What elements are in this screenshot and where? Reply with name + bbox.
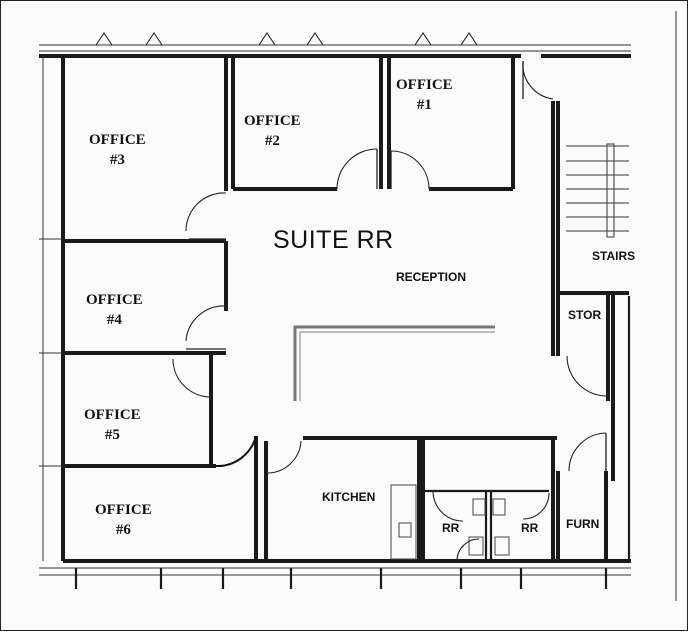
- reception-counter: [293, 325, 495, 401]
- bottom-exterior-wall: [39, 559, 631, 589]
- door-swings: [172, 60, 609, 562]
- office-3-name: OFFICE: [89, 132, 146, 148]
- room-label-office-6: OFFICE #6: [95, 503, 152, 538]
- office-6-name: OFFICE: [95, 502, 152, 518]
- left-exterior-wall: [39, 56, 65, 561]
- suite-title: SUITE RR: [273, 226, 394, 254]
- office-1-name: OFFICE: [396, 77, 453, 93]
- office-2-name: OFFICE: [244, 113, 301, 129]
- restroom-fixtures: [468, 498, 510, 556]
- room-label-kitchen: KITCHEN: [322, 490, 376, 504]
- room-label-stor: STOR: [568, 308, 602, 322]
- office-4-number: #4: [106, 312, 122, 328]
- room-label-stairs: STAIRS: [592, 249, 636, 263]
- room-label-office-2: OFFICE #2: [244, 114, 301, 149]
- room-label-rr-right: RR: [521, 521, 539, 535]
- west-offices-walls: [63, 56, 258, 561]
- right-exterior-wall: [627, 11, 677, 601]
- room-label-furn: FURN: [566, 517, 600, 531]
- south-rooms-walls: [264, 401, 615, 561]
- office-5-number: #5: [104, 427, 120, 443]
- room-label-office-4: OFFICE #4: [86, 293, 143, 328]
- stair-treads: [566, 143, 629, 238]
- office-3-number: #3: [109, 152, 125, 168]
- stair-core-walls: [551, 101, 629, 401]
- room-label-rr-left: RR: [442, 521, 460, 535]
- office-2-number: #2: [264, 133, 280, 149]
- top-exterior-wall: [39, 44, 631, 58]
- office-4-name: OFFICE: [86, 292, 143, 308]
- office-1-number: #1: [416, 97, 432, 113]
- top-wall-openings: [95, 32, 478, 46]
- kitchen-counter: [390, 484, 417, 560]
- office-5-name: OFFICE: [84, 407, 141, 423]
- room-label-reception: RECEPTION: [396, 270, 467, 284]
- room-label-office-3: OFFICE #3: [89, 133, 146, 168]
- room-label-office-1: OFFICE #1: [396, 78, 453, 113]
- office-6-number: #6: [115, 522, 131, 538]
- room-label-office-5: OFFICE #5: [84, 408, 141, 443]
- north-offices-walls: [231, 56, 515, 191]
